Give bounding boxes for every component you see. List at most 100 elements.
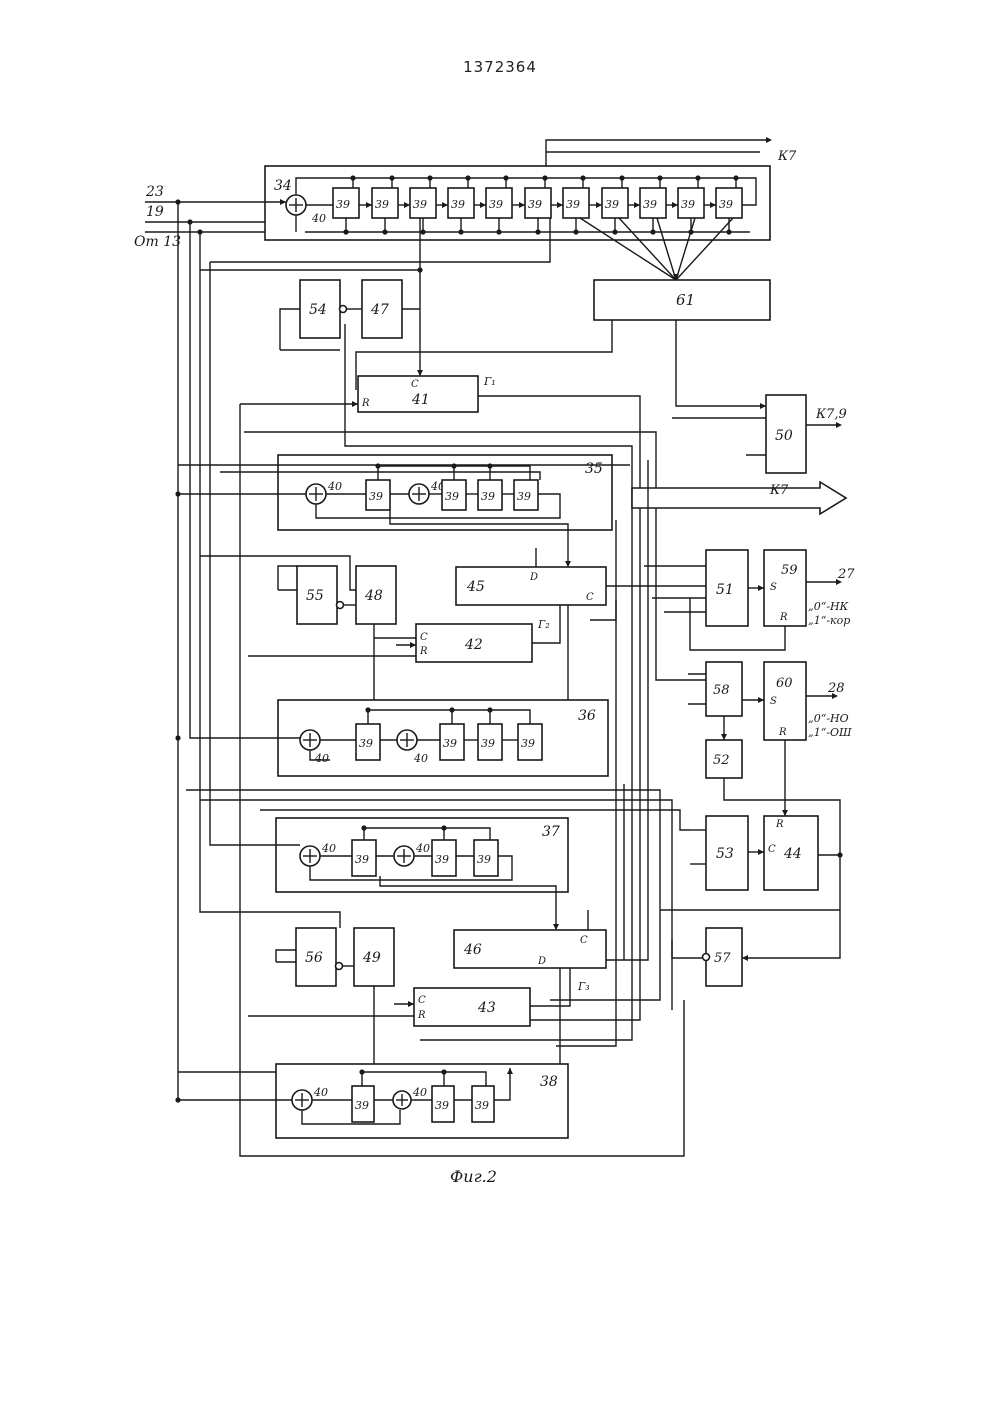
arrowhead	[782, 810, 788, 816]
register-38-label: 38	[540, 1074, 558, 1090]
wire	[276, 950, 296, 962]
block-43	[414, 988, 530, 1026]
block-41-label: 41	[411, 392, 430, 408]
arrowhead	[758, 849, 764, 855]
wire	[178, 202, 292, 1100]
wire	[278, 566, 297, 590]
wire	[260, 810, 690, 830]
junction-dot	[350, 175, 355, 180]
block-52-label: 52	[713, 753, 730, 768]
block-53-label: 53	[716, 846, 734, 862]
pin-s-59: S	[770, 582, 777, 593]
output-28-label: 28	[827, 681, 845, 696]
junction-dot	[657, 175, 662, 180]
shift-cell-39-label: 39	[605, 198, 619, 211]
pin-r-60: R	[778, 727, 787, 738]
block-44-label: 44	[783, 846, 802, 862]
wire	[362, 1072, 486, 1086]
legend-line: „1“-ОШ	[808, 726, 852, 739]
junction-dot	[361, 825, 366, 830]
shift-cell-39-label: 39	[355, 853, 369, 866]
pin-c-44: C	[768, 844, 776, 855]
junction-dot	[503, 175, 508, 180]
pin-r-42: R	[419, 646, 428, 657]
arrowhead	[634, 202, 640, 208]
wire	[240, 404, 684, 1156]
shift-cell-39-label: 39	[489, 198, 503, 211]
wire	[676, 218, 733, 280]
pin-d-46: D	[537, 956, 546, 967]
label-g3: Г₃	[577, 980, 590, 993]
junction-dot	[375, 463, 380, 468]
pin-c-41: C	[411, 379, 419, 390]
junction-dot	[580, 175, 585, 180]
junction-dot	[465, 175, 470, 180]
inverter-bubble	[340, 306, 347, 313]
shift-cell-39-label: 39	[375, 198, 389, 211]
junction-dot	[542, 175, 547, 180]
register-35-label: 35	[585, 461, 603, 477]
block-50-label: 50	[775, 428, 793, 444]
input-19-label: 19	[146, 204, 164, 220]
xor-gate-label: 40	[321, 842, 336, 855]
shift-cell-39-label: 39	[359, 737, 373, 750]
wire	[606, 460, 648, 960]
arrowhead	[721, 734, 727, 740]
block-43-label: 43	[477, 1000, 496, 1016]
inverter-bubble	[337, 602, 344, 609]
arrowhead	[836, 422, 842, 428]
block-59-label: 59	[781, 563, 798, 578]
shift-cell-39-label: 39	[445, 490, 459, 503]
pin-d-45: D	[529, 572, 538, 583]
xor-gate-label: 40	[327, 480, 342, 493]
block-42-label: 42	[464, 637, 483, 653]
pin-c-43: C	[418, 995, 426, 1006]
xor-gate-label: 40	[311, 212, 326, 225]
block-47-label: 47	[370, 302, 389, 318]
shift-cell-39-label: 39	[521, 737, 535, 750]
arrowhead	[758, 697, 764, 703]
block-45-label: 45	[466, 579, 485, 595]
xor-gate-label: 40	[314, 752, 329, 765]
legend-line: „0“-НО	[808, 712, 849, 725]
block-49-label: 49	[362, 950, 381, 966]
junction-dot	[175, 735, 180, 740]
shift-cell-39-label: 39	[413, 198, 427, 211]
shift-cell-39-label: 39	[355, 1099, 369, 1112]
wire	[280, 309, 300, 350]
wire	[368, 710, 530, 724]
output-k7-top-label: К7	[777, 149, 797, 164]
arrowhead	[352, 401, 358, 407]
block-55-label: 55	[306, 588, 324, 604]
output-28-legend: „0“-НО„1“-ОШ	[808, 712, 852, 739]
register-36-label: 36	[578, 708, 596, 724]
shift-cell-39-label: 39	[336, 198, 350, 211]
junction-dot	[359, 1069, 364, 1074]
block-61-label: 61	[676, 291, 695, 309]
shift-cell-39-label: 39	[435, 1099, 449, 1112]
arrowhead	[410, 642, 416, 648]
legend-line: „0“-НК	[808, 600, 849, 613]
arrowhead	[742, 955, 748, 961]
pin-r-41: R	[361, 398, 370, 409]
pin-r-59: R	[779, 612, 788, 623]
pin-c-46: C	[580, 935, 588, 946]
wire	[676, 320, 766, 406]
arrowhead	[366, 202, 372, 208]
wire	[672, 940, 706, 958]
shift-cell-39-label: 39	[528, 198, 542, 211]
shift-cell-39-label: 39	[443, 737, 457, 750]
wire	[546, 140, 770, 166]
k7-output-bus-arrow	[632, 482, 846, 514]
shift-cell-39-label: 39	[435, 853, 449, 866]
shift-cell-39-label: 39	[681, 198, 695, 211]
pin-r-43: R	[417, 1010, 426, 1021]
junction-dot	[427, 175, 432, 180]
wire	[364, 828, 490, 840]
wire	[190, 222, 300, 738]
pin-r-44: R	[775, 819, 784, 830]
register-38-frame	[276, 1064, 568, 1138]
output-k79-label: К7,9	[815, 407, 847, 422]
junction-dot	[175, 1097, 180, 1102]
arrowhead	[280, 199, 286, 205]
